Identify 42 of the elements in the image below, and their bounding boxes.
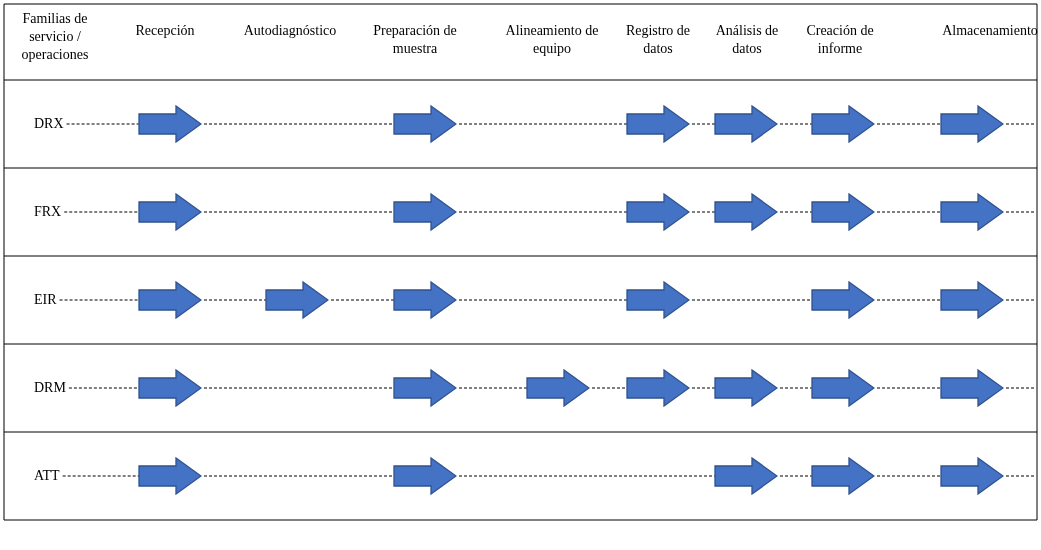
dashed-line	[330, 299, 395, 301]
column-header: Registro de datos	[624, 22, 692, 58]
dashed-line	[691, 123, 716, 125]
dashed-line	[1005, 387, 1037, 389]
column-header: Almacenamiento	[941, 22, 1039, 40]
dashed-line	[1005, 299, 1037, 301]
dashed-line	[203, 475, 395, 477]
dashed-line	[1005, 123, 1037, 125]
dashed-line	[876, 387, 942, 389]
dashed-line	[458, 211, 628, 213]
row-label: EIR	[34, 291, 57, 309]
dashed-line	[1005, 475, 1037, 477]
dashed-line	[203, 123, 395, 125]
row-label: DRX	[34, 115, 64, 133]
dashed-line	[691, 387, 716, 389]
dashed-line	[458, 387, 528, 389]
dashed-line	[66, 123, 140, 125]
dashed-line	[59, 299, 140, 301]
dashed-line	[876, 475, 942, 477]
column-header: Autodiagnóstico	[242, 22, 338, 40]
dashed-line	[691, 299, 813, 301]
dashed-line	[203, 387, 395, 389]
column-header: Creación de informe	[805, 22, 875, 58]
dashed-line	[203, 211, 395, 213]
dashed-line	[458, 123, 628, 125]
dashed-line	[876, 211, 942, 213]
column-header: Análisis de datos	[714, 22, 780, 58]
dashed-line	[876, 123, 942, 125]
dashed-line	[876, 299, 942, 301]
column-header: Preparación de muestra	[372, 22, 458, 58]
column-header: Recepción	[134, 22, 196, 40]
corner-header: Familias de servicio / operaciones	[20, 10, 90, 64]
dashed-line	[458, 299, 628, 301]
dashed-line	[691, 211, 716, 213]
row-label: FRX	[34, 203, 62, 221]
row-label: DRM	[34, 379, 66, 397]
row-label: ATT	[34, 467, 60, 485]
dashed-line	[1005, 211, 1037, 213]
column-header: Alineamiento de equipo	[504, 22, 600, 58]
dashed-line	[63, 211, 140, 213]
dashed-line	[68, 387, 140, 389]
dashed-line	[591, 387, 628, 389]
